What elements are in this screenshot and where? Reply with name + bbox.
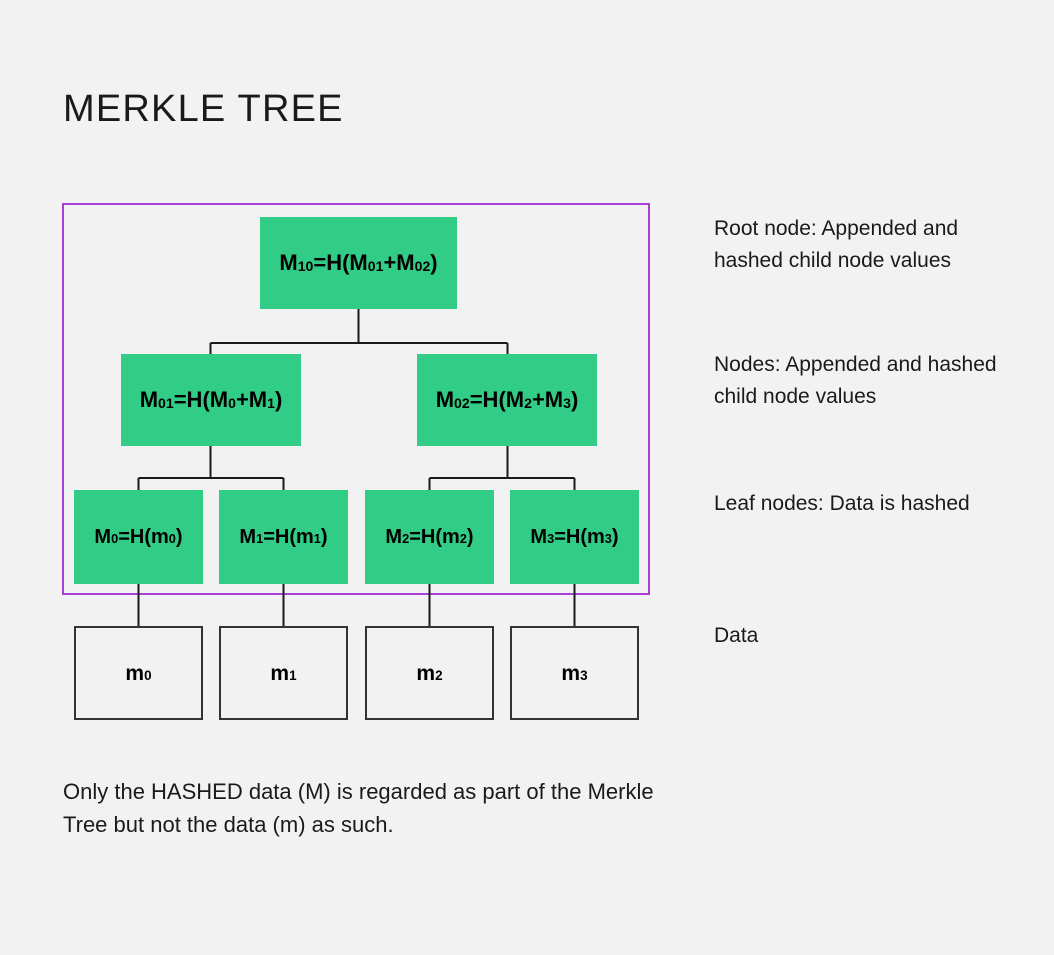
annotation-nodes: Nodes: Appended and hashed child node va… [714,353,997,408]
diagram-caption: Only the HASHED data (M) is regarded as … [63,779,654,837]
merkle-tree-boundary [62,203,650,595]
annotation-data: Data [714,624,759,647]
annotation-root-node: Root node: Appended and hashed child nod… [714,217,959,272]
page-title: MERKLE TREE [63,88,344,130]
annotation-leaf-nodes: Leaf nodes: Data is hashed [714,492,970,515]
